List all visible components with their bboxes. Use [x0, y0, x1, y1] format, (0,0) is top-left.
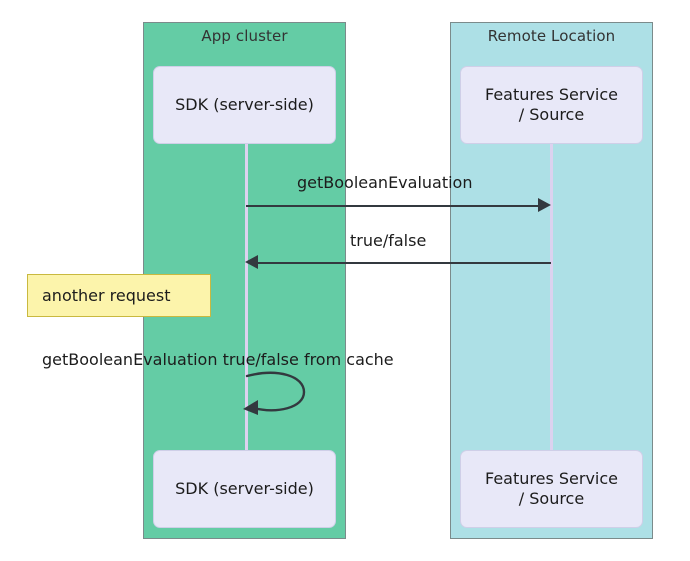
- message-label-true-false: true/false: [350, 231, 427, 250]
- arrow-head-right-icon: [538, 198, 551, 212]
- arrow-head-left-icon: [245, 255, 258, 269]
- lifeline-sdk: [245, 144, 248, 450]
- note-another-request: another request: [27, 274, 211, 317]
- message-line-get-boolean-evaluation: [246, 205, 539, 207]
- participant-sdk-bottom[interactable]: SDK (server-side): [153, 450, 336, 528]
- participant-features-service-top[interactable]: Features Service / Source: [460, 66, 643, 144]
- message-label-self-cache: getBooleanEvaluation true/false from cac…: [42, 350, 394, 369]
- self-message-loop-icon: [243, 371, 306, 415]
- participant-features-service-bottom[interactable]: Features Service / Source: [460, 450, 643, 528]
- lifeline-features-service: [550, 144, 553, 450]
- message-label-get-boolean-evaluation: getBooleanEvaluation: [297, 173, 473, 192]
- group-title-app-cluster: App cluster: [201, 27, 288, 45]
- participant-sdk-top[interactable]: SDK (server-side): [153, 66, 336, 144]
- group-title-remote-location: Remote Location: [487, 27, 616, 45]
- message-line-true-false: [258, 262, 551, 264]
